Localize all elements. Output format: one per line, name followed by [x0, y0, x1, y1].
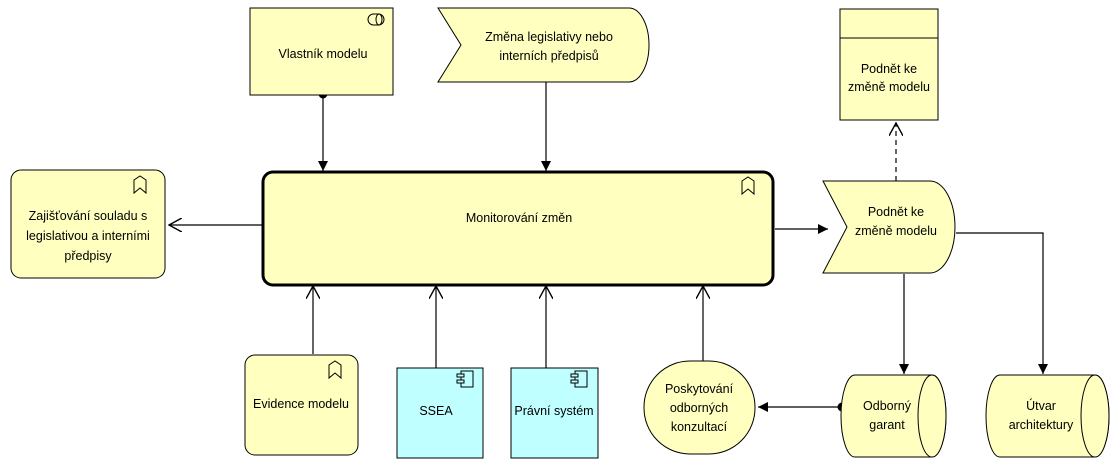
business-role-icon	[367, 13, 385, 26]
node-vlastnik-modelu[interactable]: Vlastník modelu	[249, 7, 394, 96]
node-label: SSEA	[419, 404, 453, 418]
node-label: legislativou a interními	[26, 229, 150, 243]
node-label: změně modelu	[848, 80, 930, 94]
node-poskytovani-konzultaci[interactable]: Poskytování odborných konzultací	[643, 360, 756, 455]
node-label: Evidence modelu	[253, 397, 349, 411]
node-label: předpisy	[64, 249, 112, 263]
node-podnet-object[interactable]: Podnět ke změně modelu	[839, 8, 939, 121]
node-zmena-legislativy[interactable]: Změna legislativy nebo interních předpis…	[437, 7, 650, 83]
node-label: architektury	[1009, 418, 1074, 432]
node-label: Útvar	[1026, 398, 1056, 413]
node-label: garant	[869, 418, 905, 432]
connectors	[169, 82, 1048, 412]
node-zajistovani-souladu[interactable]: Zajišťování souladu s legislativou a int…	[10, 169, 166, 279]
business-function-icon	[133, 175, 147, 195]
node-evidence-modelu[interactable]: Evidence modelu	[244, 354, 359, 456]
node-label: Odborný	[863, 399, 912, 413]
node-label: konzultací	[671, 420, 728, 434]
node-label: odborných	[670, 401, 728, 415]
edge-podnet-to-utvar	[956, 232, 1048, 374]
node-monitorovani-zmen[interactable]: Monitorování změn	[261, 170, 775, 287]
node-pravni-system[interactable]: Právní systém	[510, 367, 599, 459]
node-label: interních předpisů	[499, 49, 598, 63]
node-label: Právní systém	[514, 404, 593, 418]
node-utvar-architektury[interactable]: Útvar architektury	[985, 374, 1110, 458]
application-component-icon	[570, 370, 588, 388]
node-label: Podnět ke	[868, 205, 924, 219]
node-label: Poskytování	[665, 382, 734, 396]
application-component-icon	[456, 370, 474, 388]
node-label: Změna legislativy nebo	[485, 30, 613, 44]
node-ssea[interactable]: SSEA	[396, 367, 484, 459]
business-function-icon	[328, 360, 342, 380]
node-label: Zajišťování souladu s	[29, 209, 148, 223]
business-function-icon	[741, 176, 755, 196]
node-label: změně modelu	[855, 224, 937, 238]
node-label: Vlastník modelu	[279, 47, 368, 61]
node-label: Podnět ke	[861, 62, 917, 76]
node-podnet-event[interactable]: Podnět ke změně modelu	[822, 180, 956, 274]
node-odborny-garant[interactable]: Odborný garant	[840, 374, 947, 458]
node-label: Monitorování změn	[466, 211, 572, 225]
